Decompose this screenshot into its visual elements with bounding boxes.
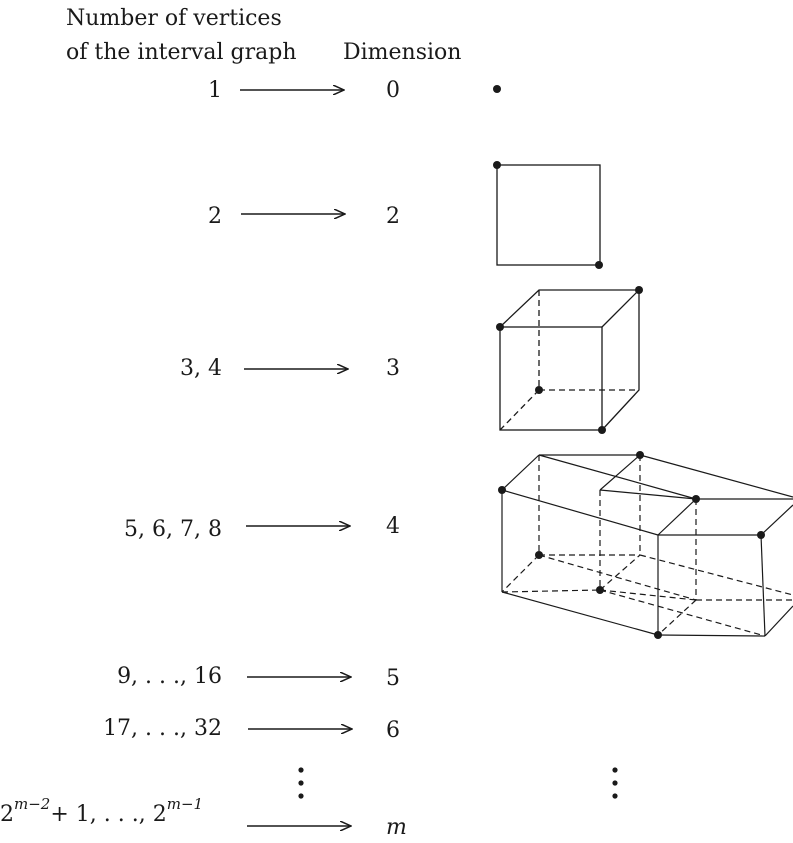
point-figure — [493, 85, 501, 93]
header-vertices-line2: of the interval graph — [66, 40, 297, 65]
ellipsis-figures — [612, 767, 618, 799]
base-2: 2 — [152, 802, 167, 827]
dimension-label-6: 6 — [386, 718, 400, 743]
dimension-label-3: 3 — [386, 356, 400, 381]
vertices-label-2: 2 — [208, 204, 222, 229]
vertices-label-5-8: 5, 6, 7, 8 — [124, 517, 222, 542]
vertices-label-general: 2m−2+ 1, . . ., 2m−1 — [0, 795, 203, 827]
hypercube-figure — [498, 451, 793, 639]
arrows — [240, 90, 352, 826]
header-dimension: Dimension — [343, 40, 462, 65]
dimension-label-2: 2 — [386, 204, 400, 229]
vertices-label-3-4: 3, 4 — [180, 356, 222, 381]
cube-figure — [496, 286, 643, 434]
exponent-1: m−2 — [14, 795, 51, 813]
dimension-label-5: 5 — [386, 666, 400, 691]
vertices-label-9-16: 9, . . ., 16 — [117, 664, 222, 689]
base-1: 2 — [0, 802, 14, 827]
dimension-label-m: m — [386, 815, 407, 840]
ellipsis-vertices — [298, 767, 304, 799]
exponent-2: m−1 — [166, 795, 204, 813]
middle-text: + 1, . . ., — [50, 802, 153, 827]
vertices-label-1: 1 — [208, 78, 222, 103]
square-figure — [493, 161, 603, 269]
header-vertices-line1: Number of vertices — [66, 6, 282, 31]
vertices-label-17-32: 17, . . ., 32 — [103, 716, 222, 741]
dimension-label-0: 0 — [386, 78, 400, 103]
dimension-label-4: 4 — [386, 514, 400, 539]
